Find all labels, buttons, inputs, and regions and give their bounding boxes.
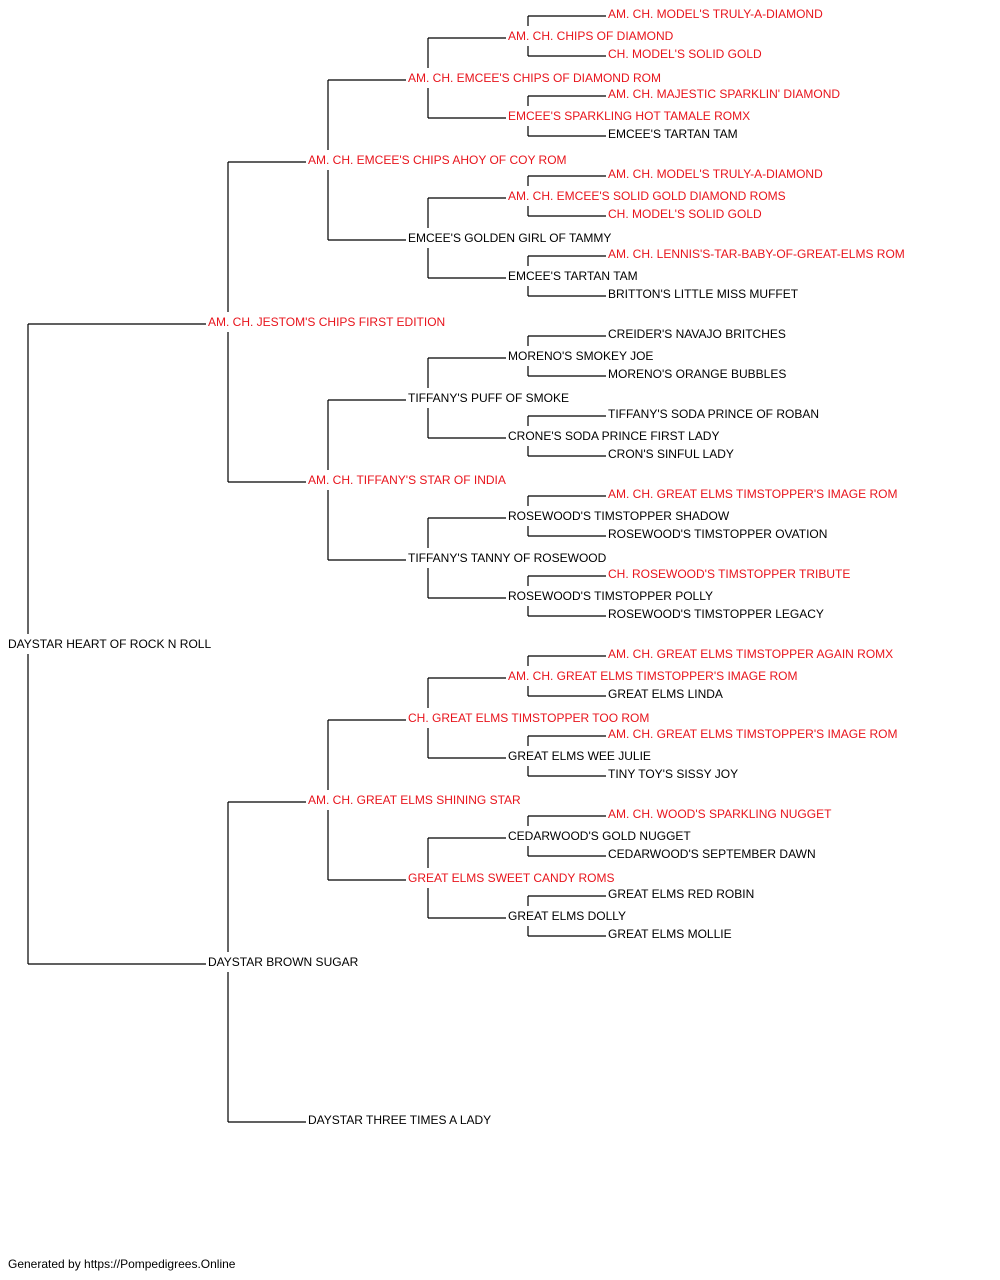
pedigree-entry-gen5: AM. CH. WOOD'S SPARKLING NUGGET: [608, 807, 832, 821]
pedigree-entry-gen4: AM. CH. CHIPS OF DIAMOND: [508, 29, 674, 43]
footer-credit: Generated by https://Pompedigrees.Online: [8, 1257, 236, 1271]
pedigree-entry-gen2: AM. CH. GREAT ELMS SHINING STAR: [308, 793, 521, 807]
pedigree-entry-gen3: TIFFANY'S PUFF OF SMOKE: [408, 391, 569, 405]
pedigree-entry-gen5: BRITTON'S LITTLE MISS MUFFET: [608, 287, 799, 301]
pedigree-entry-gen5: GREAT ELMS MOLLIE: [608, 927, 732, 941]
pedigree-entry-gen3: CH. GREAT ELMS TIMSTOPPER TOO ROM: [408, 711, 649, 725]
pedigree-entry-gen5: TIFFANY'S SODA PRINCE OF ROBAN: [608, 407, 819, 421]
pedigree-tree: DAYSTAR HEART OF ROCK N ROLL AM. CH. JEST…: [8, 7, 905, 1127]
pedigree-entry-gen5: EMCEE'S TARTAN TAM: [608, 127, 738, 141]
pedigree-entry-gen5: ROSEWOOD'S TIMSTOPPER LEGACY: [608, 607, 824, 621]
pedigree-entry-gen2: AM. CH. EMCEE'S CHIPS AHOY OF COY ROM: [308, 153, 567, 167]
pedigree-entry-gen5: AM. CH. MAJESTIC SPARKLIN' DIAMOND: [608, 87, 840, 101]
pedigree-entry-gen5: CREIDER'S NAVAJO BRITCHES: [608, 327, 786, 341]
pedigree-entry-gen4: ROSEWOOD'S TIMSTOPPER SHADOW: [508, 509, 730, 523]
pedigree-entry-gen3: GREAT ELMS SWEET CANDY ROMS: [408, 871, 614, 885]
pedigree-entry-gen5: GREAT ELMS LINDA: [608, 687, 723, 701]
pedigree-entry-gen1: DAYSTAR BROWN SUGAR: [208, 955, 359, 969]
pedigree-entry-gen4: ROSEWOOD'S TIMSTOPPER POLLY: [508, 589, 713, 603]
pedigree-entry-gen5: CH. MODEL'S SOLID GOLD: [608, 207, 762, 221]
pedigree-entry-gen5: CH. ROSEWOOD'S TIMSTOPPER TRIBUTE: [608, 567, 850, 581]
pedigree-entry-gen2: DAYSTAR THREE TIMES A LADY: [308, 1113, 491, 1127]
pedigree-entry-gen5: ROSEWOOD'S TIMSTOPPER OVATION: [608, 527, 827, 541]
pedigree-entry-gen5: CH. MODEL'S SOLID GOLD: [608, 47, 762, 61]
pedigree-entry-gen4: CRONE'S SODA PRINCE FIRST LADY: [508, 429, 719, 443]
pedigree-entry-gen4: AM. CH. GREAT ELMS TIMSTOPPER'S IMAGE RO…: [508, 669, 797, 683]
pedigree-entry-gen5: AM. CH. GREAT ELMS TIMSTOPPER'S IMAGE RO…: [608, 487, 897, 501]
pedigree-entry-gen5: GREAT ELMS RED ROBIN: [608, 887, 754, 901]
pedigree-entry-gen4: CEDARWOOD'S GOLD NUGGET: [508, 829, 691, 843]
pedigree-entry-gen3: EMCEE'S GOLDEN GIRL OF TAMMY: [408, 231, 611, 245]
pedigree-entry-gen4: EMCEE'S SPARKLING HOT TAMALE ROMX: [508, 109, 750, 123]
pedigree-entry-gen5: AM. CH. LENNIS'S-TAR-BABY-OF-GREAT-ELMS …: [608, 247, 905, 261]
pedigree-entry-gen5: AM. CH. GREAT ELMS TIMSTOPPER AGAIN ROMX: [608, 647, 893, 661]
pedigree-entry-gen1: AM. CH. JESTOM'S CHIPS FIRST EDITION: [208, 315, 445, 329]
pedigree-entry-gen5: TINY TOY'S SISSY JOY: [608, 767, 738, 781]
pedigree-entry-gen2: AM. CH. TIFFANY'S STAR OF INDIA: [308, 473, 506, 487]
pedigree-entry-gen5: AM. CH. MODEL'S TRULY-A-DIAMOND: [608, 167, 823, 181]
pedigree-entry-gen5: CEDARWOOD'S SEPTEMBER DAWN: [608, 847, 816, 861]
pedigree-entry-gen0: DAYSTAR HEART OF ROCK N ROLL: [8, 637, 211, 651]
pedigree-entry-gen5: AM. CH. MODEL'S TRULY-A-DIAMOND: [608, 7, 823, 21]
pedigree-entry-gen4: EMCEE'S TARTAN TAM: [508, 269, 638, 283]
pedigree-entry-gen5: AM. CH. GREAT ELMS TIMSTOPPER'S IMAGE RO…: [608, 727, 897, 741]
pedigree-entry-gen4: MORENO'S SMOKEY JOE: [508, 349, 653, 363]
pedigree-entry-gen5: CRON'S SINFUL LADY: [608, 447, 734, 461]
pedigree-entry-gen4: AM. CH. EMCEE'S SOLID GOLD DIAMOND ROMS: [508, 189, 786, 203]
pedigree-entry-gen4: GREAT ELMS DOLLY: [508, 909, 626, 923]
pedigree-entry-gen5: MORENO'S ORANGE BUBBLES: [608, 367, 786, 381]
pedigree-entry-gen3: TIFFANY'S TANNY OF ROSEWOOD: [408, 551, 607, 565]
pedigree-entry-gen4: GREAT ELMS WEE JULIE: [508, 749, 651, 763]
pedigree-entry-gen3: AM. CH. EMCEE'S CHIPS OF DIAMOND ROM: [408, 71, 661, 85]
